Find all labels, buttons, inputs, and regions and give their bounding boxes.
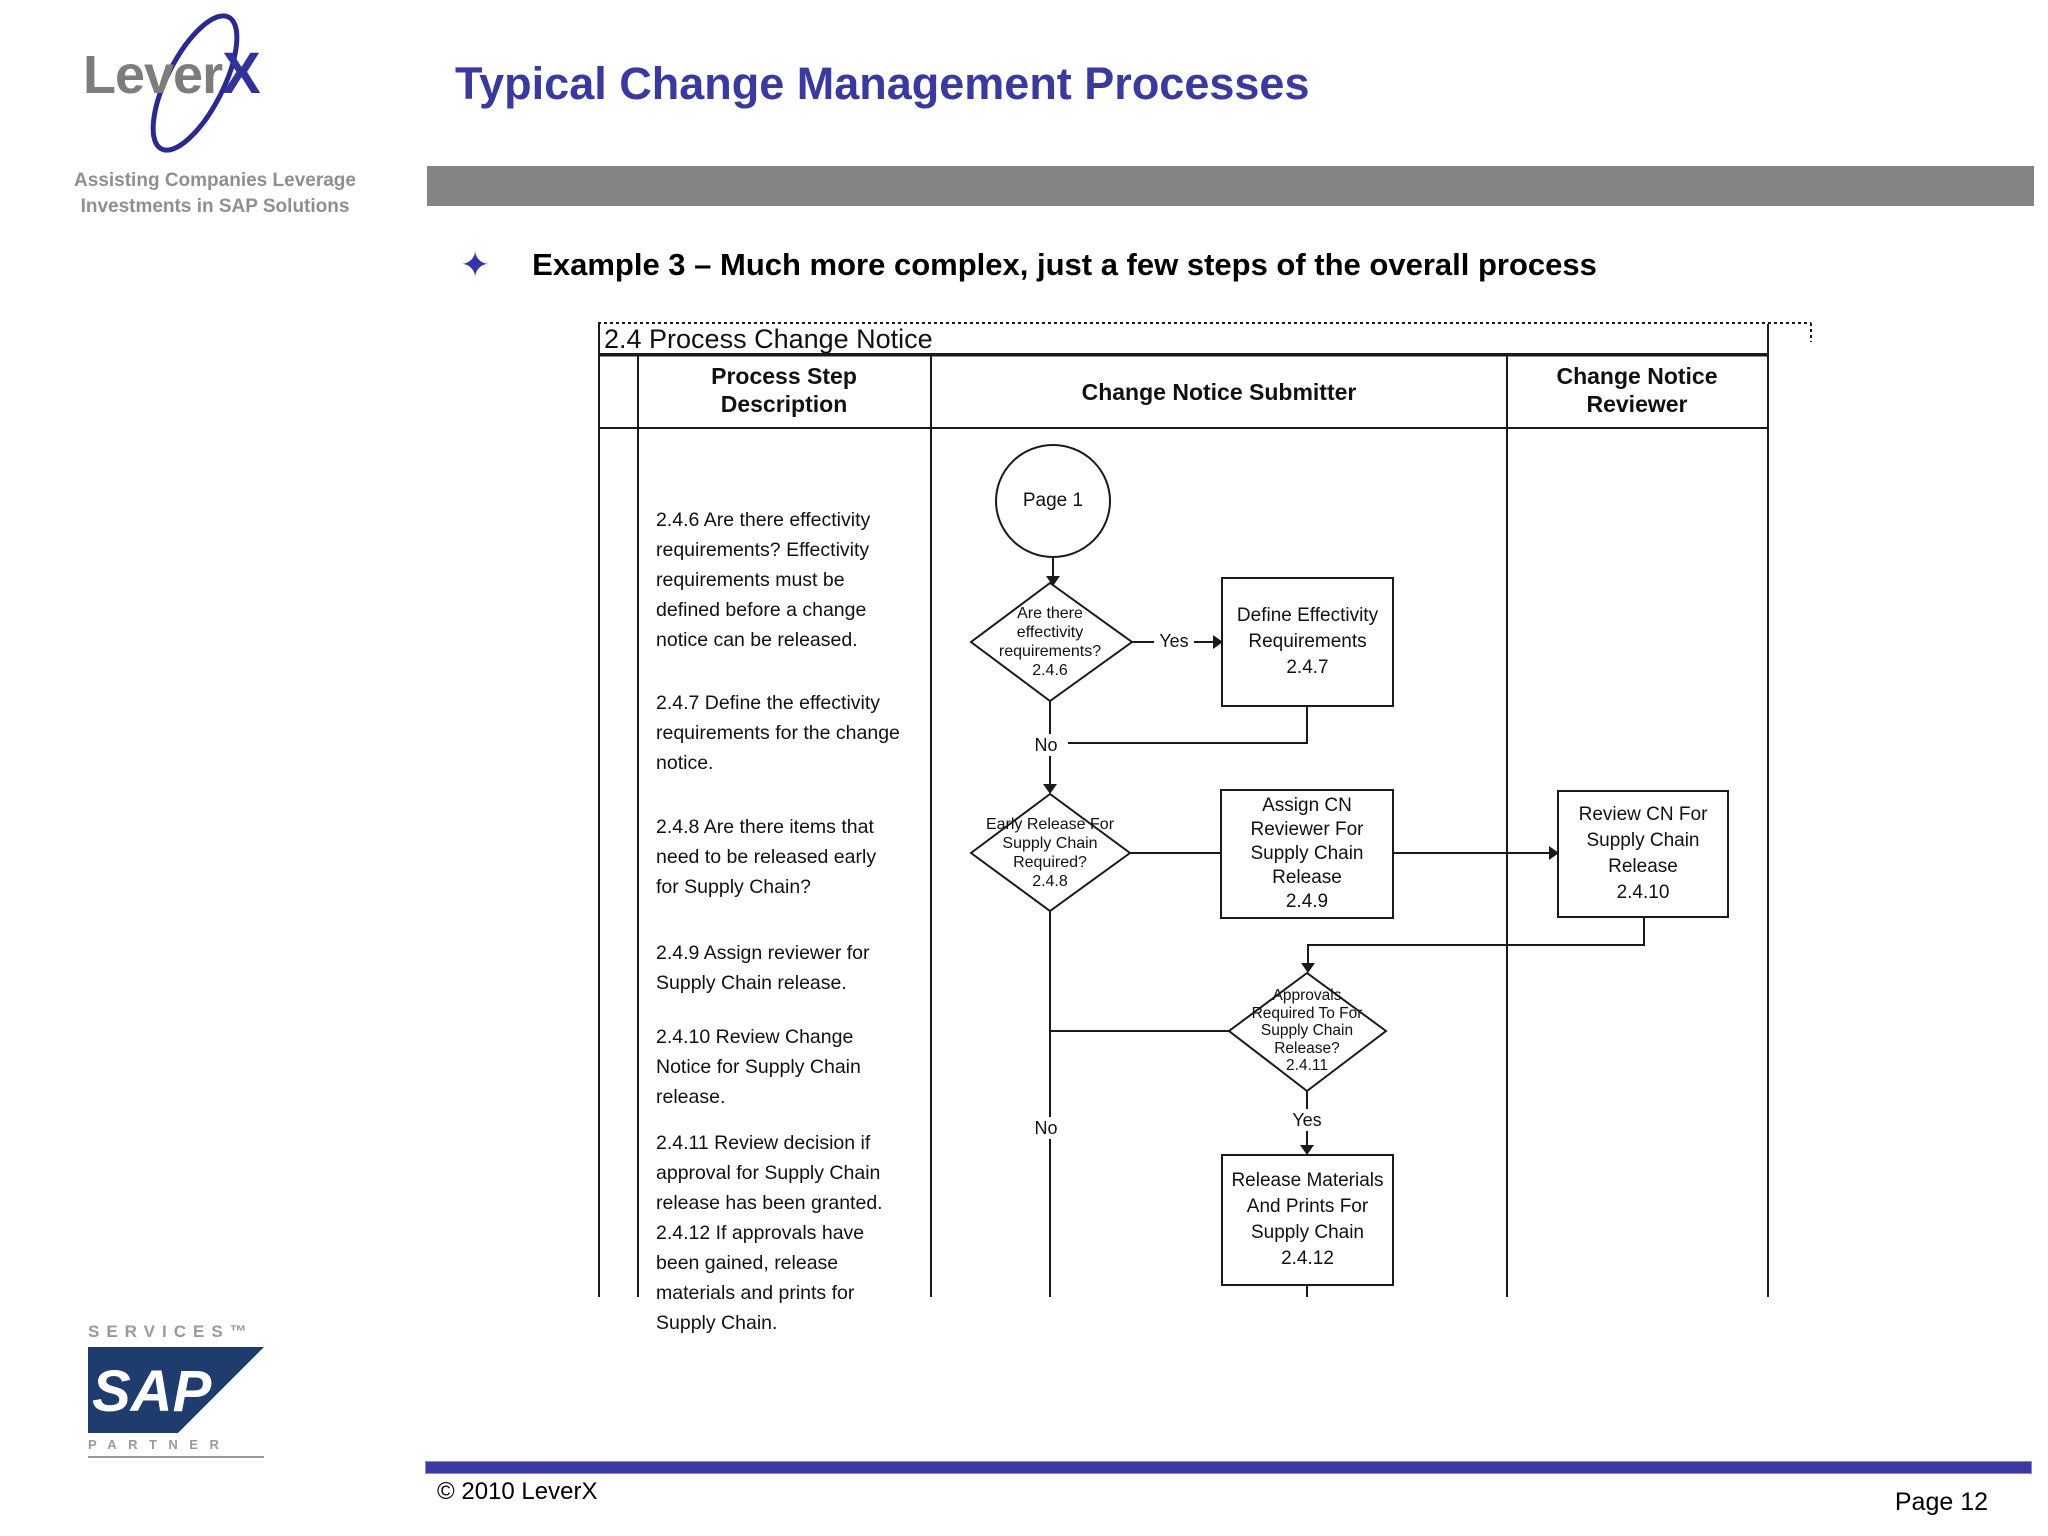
sap-underline [88,1456,264,1458]
footer-page-number: Page 12 [1894,1488,1988,1516]
step-desc-2-4-7: 2.4.7 Define the effectivity requirement… [656,692,900,774]
footer-copyright: © 2010 LeverX [437,1478,598,1505]
chart-title: 2.4 Process Change Notice [604,324,933,354]
node-process-2-4-10: Review CN For Supply Chain Release 2.4.1… [1578,804,1708,903]
node-decision-2-4-8: Early Release For Supply Chain Required?… [985,816,1115,890]
leverx-logo: LeverX [83,40,261,107]
sap-services-text: SERVICES™ [88,1322,254,1341]
step-desc-2-4-8: 2.4.8 Are there items that need to be re… [656,816,877,898]
edge-label-no-2-4-11: No [1024,1117,1068,1139]
edge-label-yes-2-4-11: Yes [1285,1109,1329,1131]
node-decision-2-4-6: Are there effectivity requirements? 2.4.… [998,605,1102,679]
leverx-logo-text-blue: X [222,41,261,106]
lane-header-submitter: Change Notice Submitter [1081,379,1357,405]
sap-partner-text: PARTNER [88,1437,231,1452]
leverx-swoosh-icon [150,13,240,153]
leverx-tagline: Assisting Companies Leverage Investments… [74,170,356,217]
node-page1-connector: Page 1 [1022,490,1084,511]
edge-label-yes-2-4-6: Yes [1154,630,1194,652]
edge-label-no-2-4-6: No [1024,734,1068,756]
step-desc-2-4-9: 2.4.9 Assign reviewer for Supply Chain r… [656,942,870,994]
sap-partner-logo: SERVICES™ SAP PARTNER [88,1322,268,1458]
bullet-text: Example 3 – Much more complex, just a fe… [532,247,1597,282]
step-desc-2-4-6: 2.4.6 Are there effectivity requirements… [656,509,871,651]
star-bullet-icon: ✦ [460,244,491,285]
step-desc-2-4-10: 2.4.10 Review Change Notice for Supply C… [656,1026,861,1108]
process-flowchart: 2.4 Process Change Notice Process Step D… [598,322,1812,1334]
page-title: Typical Change Management Processes [455,58,1310,109]
svg-text:SAP: SAP [92,1359,212,1424]
node-process-2-4-12: Release Materials And Prints For Supply … [1231,1170,1384,1269]
leverx-logo-text-gray: Lever [83,45,223,105]
step-desc-2-4-11: 2.4.11 Review decision if approval for S… [656,1132,883,1214]
bullet-row: ✦ Example 3 – Much more complex, just a … [460,245,1940,285]
node-decision-2-4-11: Approvals Required To For Supply Chain R… [1251,987,1363,1075]
lane-header-process-step: Process Step Description [711,363,857,417]
footer-divider-bar [425,1461,2032,1474]
sap-icon: SAP [88,1347,264,1433]
step-desc-2-4-12: 2.4.12 If approvals have been gained, re… [656,1222,865,1334]
lane-header-reviewer: Change Notice Reviewer [1556,363,1718,417]
node-process-2-4-7: Define Effectivity Requirements 2.4.7 [1236,605,1379,678]
gray-divider-bar [427,166,2034,206]
flowchart-lines [598,322,1812,1297]
node-process-2-4-9: Assign CN Reviewer For Supply Chain Rele… [1250,795,1364,912]
